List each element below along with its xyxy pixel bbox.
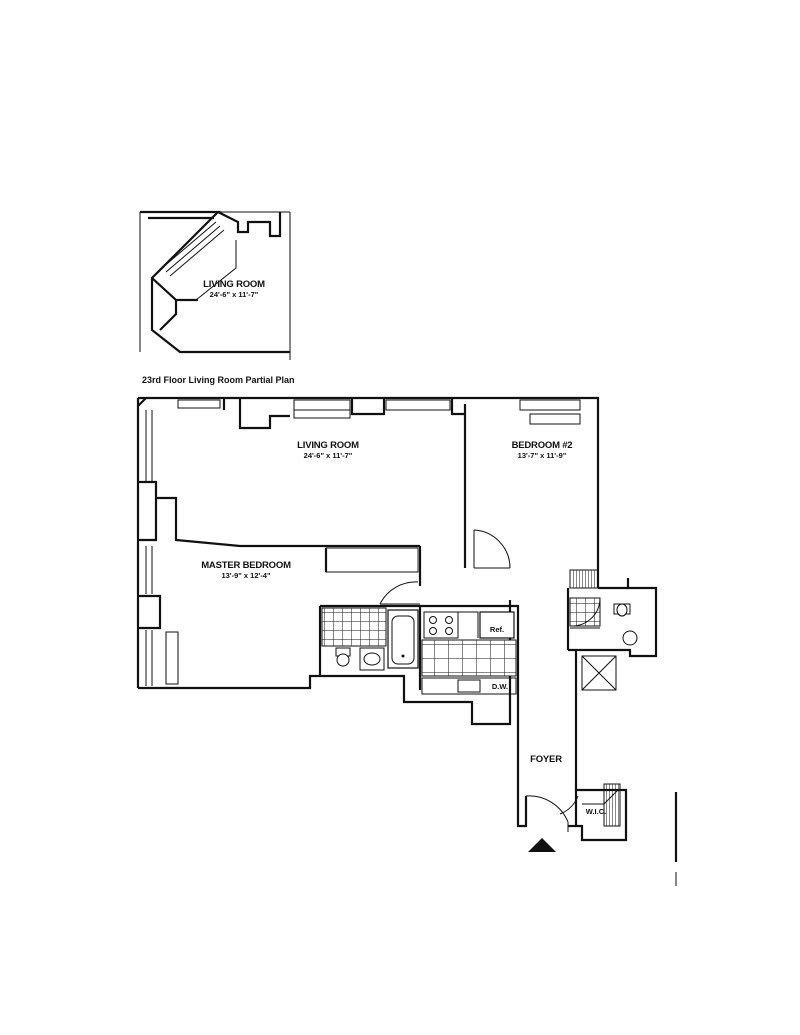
refrigerator: Ref. — [479, 611, 515, 639]
bedroom2-dims: 13'-7" x 11'-9" — [518, 451, 567, 460]
bath2-toilet — [613, 603, 631, 617]
partial-room-name: LIVING ROOM — [203, 279, 265, 290]
bathtub — [387, 609, 419, 669]
toilet — [335, 647, 351, 667]
partial-plan-caption: 23rd Floor Living Room Partial Plan — [142, 375, 295, 385]
bath2-shower — [581, 655, 617, 691]
master-bedroom-name: MASTER BEDROOM — [201, 560, 291, 571]
dw-label: D.W. — [492, 682, 508, 691]
partial-room-dims: 24'-6" x 11'-7" — [210, 290, 259, 299]
living-room-name: LIVING ROOM — [297, 440, 359, 451]
partial-plan: LIVING ROOM 24'-6" x 11'-7" 23rd Floor L… — [139, 210, 295, 385]
bath2-tile-floor — [569, 597, 601, 627]
bedroom2-name: BEDROOM #2 — [512, 440, 573, 451]
bedroom2-closet — [569, 569, 599, 589]
stove — [423, 611, 459, 639]
bath2-sink — [622, 630, 638, 646]
ref-label: Ref. — [490, 625, 504, 634]
kitchen-tile-floor — [421, 639, 517, 677]
main-plan: Ref. D.W. — [136, 396, 678, 886]
wic-label: W.I.C. — [586, 807, 606, 816]
living-room-dims: 24'-6" x 11'-7" — [304, 451, 353, 460]
kitchen-sink — [457, 679, 481, 693]
foyer-name: FOYER — [530, 754, 562, 765]
bath-tile-floor — [321, 607, 387, 647]
entry-arrow-icon — [528, 838, 556, 852]
master-bedroom-dims: 13'-9" x 12'-4" — [221, 571, 270, 580]
bath-sink — [359, 647, 385, 671]
diagonal-window — [151, 221, 237, 331]
dishwasher: D.W. — [492, 682, 508, 691]
wic-shelving — [603, 783, 621, 827]
